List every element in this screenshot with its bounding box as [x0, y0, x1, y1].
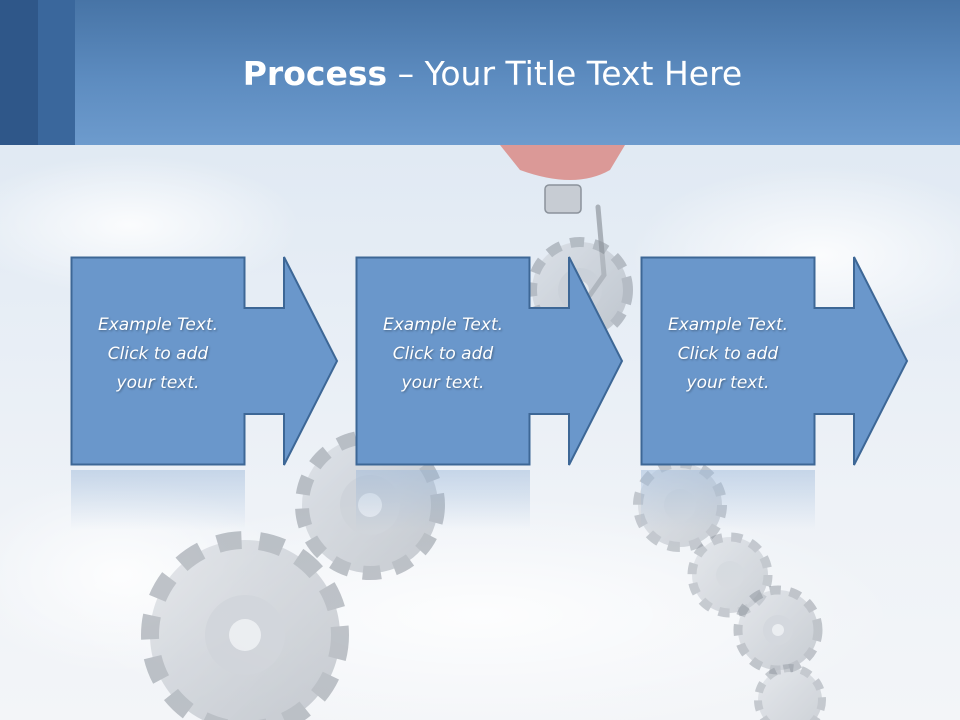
arrow-right-icon [70, 256, 339, 466]
gear-icon [633, 458, 727, 552]
process-step-3[interactable]: Example Text. Click to add your text. [640, 256, 909, 466]
step-reflection [641, 470, 815, 530]
step-reflection [356, 470, 530, 530]
gear-icon [733, 585, 823, 675]
arrow-right-icon [355, 256, 624, 466]
step-text[interactable]: Example Text. Click to add your text. [645, 311, 811, 398]
header-accent-dark [0, 0, 38, 145]
arrow-right-icon [640, 256, 909, 466]
title-bar: Process – Your Title Text Here [0, 0, 960, 145]
step-text-line2: Click to add [677, 344, 779, 364]
step-reflection [71, 470, 245, 530]
gear-icon [295, 430, 445, 580]
gear-icon [687, 532, 773, 618]
step-text-line1: Example Text. [382, 315, 504, 335]
step-text-line3: your text. [116, 373, 200, 393]
process-step-2[interactable]: Example Text. Click to add your text. [355, 256, 624, 466]
step-text[interactable]: Example Text. Click to add your text. [75, 311, 241, 398]
header-accent-mid [38, 0, 75, 145]
title-strong: Process [242, 54, 388, 93]
step-text-line2: Click to add [107, 344, 209, 364]
step-text[interactable]: Example Text. Click to add your text. [360, 311, 526, 398]
step-text-line2: Click to add [392, 344, 494, 364]
balloon-icon [500, 145, 625, 298]
step-text-line1: Example Text. [667, 315, 789, 335]
title-rest: – Your Title Text Here [387, 54, 743, 93]
gear-icon [141, 531, 349, 720]
process-step-1[interactable]: Example Text. Click to add your text. [70, 256, 339, 466]
gear-icon [754, 664, 826, 720]
step-text-line1: Example Text. [97, 315, 219, 335]
step-text-line3: your text. [401, 373, 485, 393]
step-text-line3: your text. [686, 373, 770, 393]
slide-title[interactable]: Process – Your Title Text Here [75, 52, 910, 96]
